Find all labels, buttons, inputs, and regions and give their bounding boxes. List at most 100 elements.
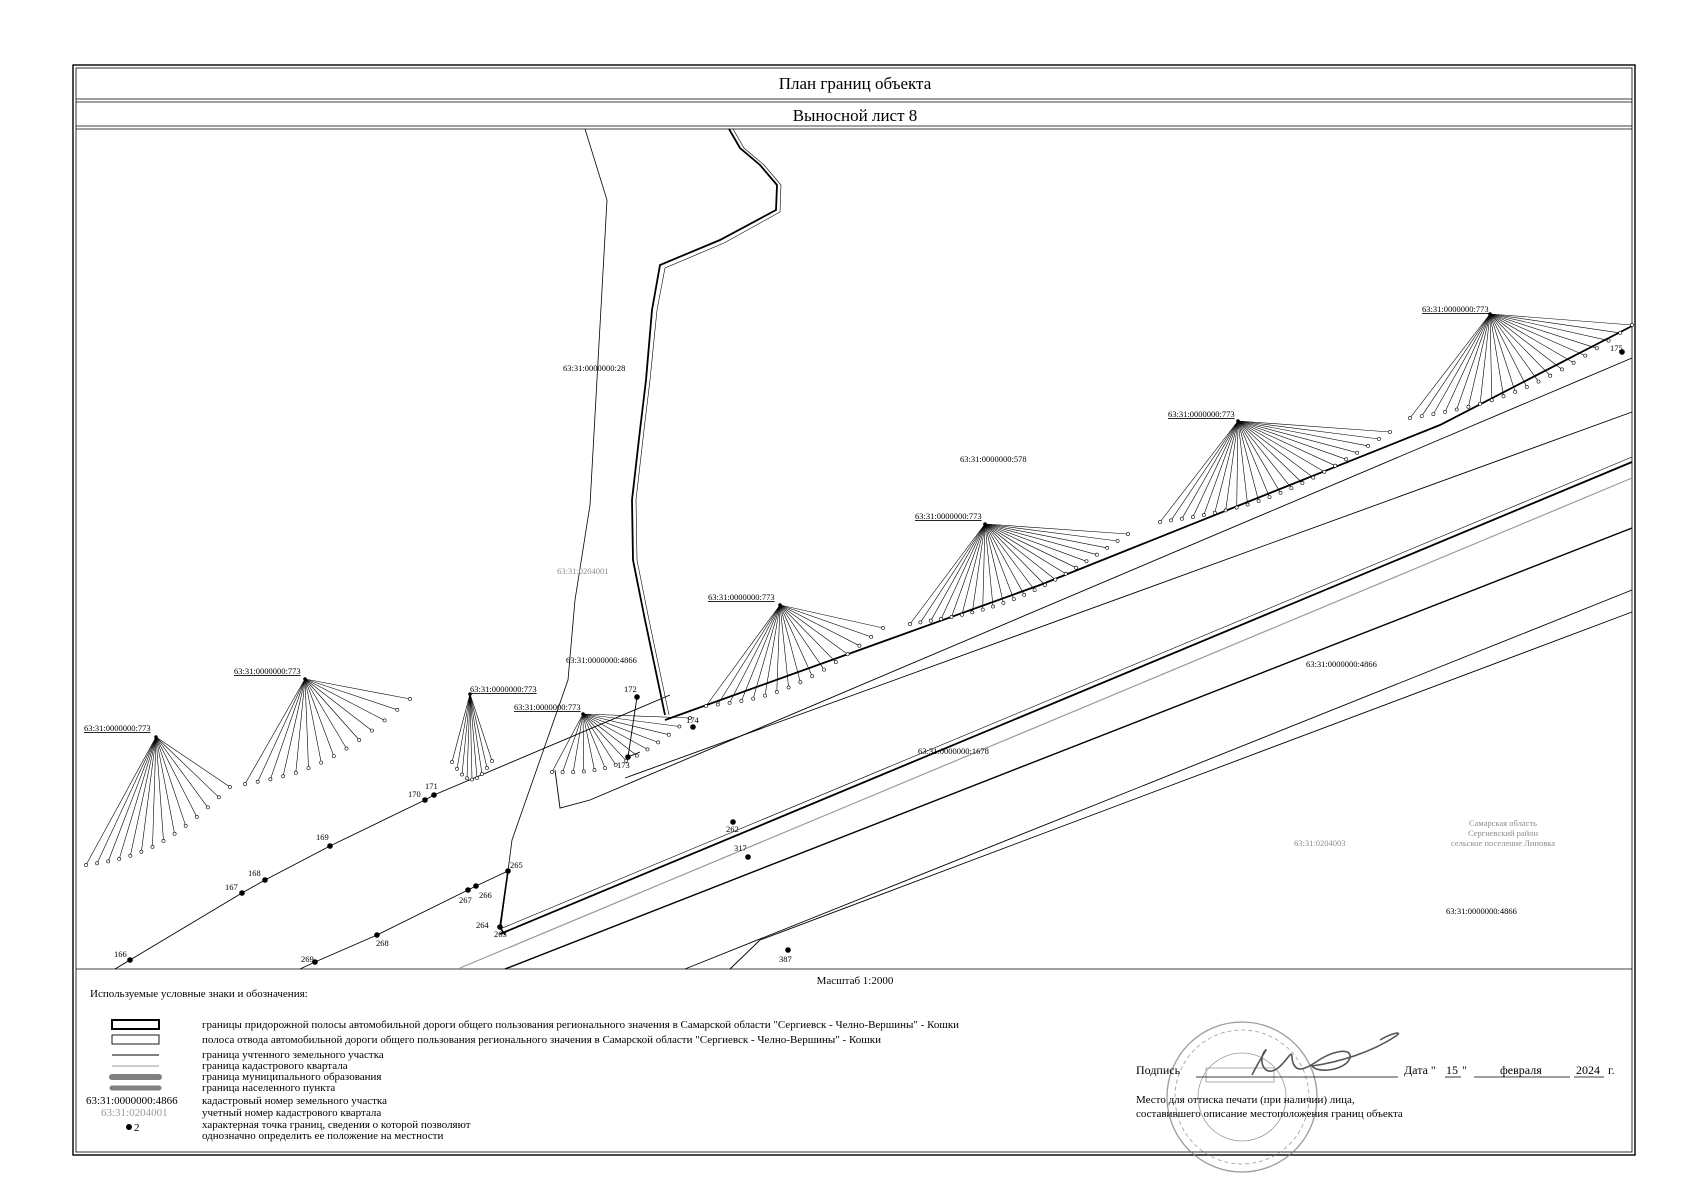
fan-ray — [451, 693, 471, 763]
fan-ray — [1489, 313, 1597, 349]
fan-ray — [1237, 420, 1325, 473]
fan-ray — [244, 678, 306, 785]
point-marker — [127, 957, 133, 963]
fan-ray — [1433, 313, 1491, 415]
fan-ray — [1489, 313, 1633, 326]
fan-endpoint — [727, 701, 732, 705]
fan-ray — [304, 678, 398, 711]
fan-ray — [779, 604, 872, 638]
fan-ray — [729, 604, 781, 704]
point-marker — [327, 843, 333, 849]
fan-ray — [1237, 420, 1303, 484]
fan-ray — [304, 678, 322, 763]
fan-ray — [779, 604, 825, 670]
fan-ray — [984, 523, 1046, 586]
legend-title: Используемые условные знаки и обозначени… — [90, 988, 308, 1000]
fan-ray — [130, 736, 157, 856]
fan-ray — [1421, 313, 1491, 417]
fan-ray — [304, 678, 309, 769]
signature-block: Подпись Дата " 15 " февраля 2024 г. Мест… — [1136, 1021, 1615, 1173]
outer-frame — [72, 64, 1636, 1156]
fan-endpoint — [980, 607, 985, 612]
fan-ray — [1237, 420, 1281, 493]
fan-endpoint — [1333, 463, 1338, 468]
parcel-label-773: 63:31:0000000:773 — [1168, 409, 1235, 419]
fan-ray — [562, 713, 584, 773]
fan-endpoint — [774, 690, 779, 694]
fan-ray — [85, 736, 157, 866]
fan-ray — [984, 523, 1097, 555]
fan-ray — [984, 523, 1015, 600]
fan-ray — [1489, 313, 1586, 356]
fan-ray — [1489, 313, 1539, 382]
fan-endpoint — [1431, 412, 1436, 417]
fan-ray — [779, 604, 884, 629]
point-label-168: 168 — [248, 868, 261, 878]
legend-item: однозначно определить ее положение на ме… — [202, 1130, 443, 1142]
fan-ray — [304, 678, 411, 700]
legend-item: граница населенного пункта — [202, 1082, 335, 1094]
fan-ray — [155, 736, 231, 788]
point-marker — [745, 854, 751, 860]
fan-ray — [779, 604, 813, 677]
fan-endpoint — [1630, 323, 1634, 327]
legend-symbol-right-of-way — [111, 1034, 160, 1045]
fan-ray — [551, 713, 584, 773]
fan-ray — [469, 693, 488, 769]
fan-endpoint — [1115, 539, 1120, 543]
fan-endpoint — [869, 635, 874, 639]
fan-ray — [779, 604, 801, 683]
fan-endpoint — [117, 857, 122, 861]
fan-ray — [1192, 420, 1239, 518]
parcel-label-773: 63:31:0000000:773 — [514, 702, 581, 712]
fan-ray — [582, 713, 606, 769]
fan-endpoint — [319, 760, 324, 765]
fan-endpoint — [1256, 499, 1261, 503]
fan-endpoint — [1583, 353, 1588, 358]
point-label-267: 267 — [459, 895, 472, 905]
fan-ray — [155, 736, 209, 808]
date-quote: " — [1462, 1063, 1467, 1077]
sheet-subtitle: Выносной лист 8 — [793, 106, 918, 125]
fan-endpoint — [1560, 367, 1564, 372]
road-band-top — [499, 461, 1633, 935]
fan-endpoint — [939, 617, 944, 621]
fan-endpoint — [1043, 583, 1047, 587]
fan-endpoint — [1536, 379, 1541, 384]
fan-ray — [984, 523, 1004, 604]
fan-ray — [1489, 313, 1609, 341]
fan-endpoint — [344, 746, 349, 751]
fan-endpoint — [1126, 532, 1130, 536]
fan-ray — [1203, 420, 1239, 516]
parcel-label-773: 63:31:0000000:773 — [708, 592, 775, 602]
point-label-268: 268 — [376, 938, 389, 948]
fan-endpoint — [1212, 510, 1217, 515]
fan-endpoint — [1300, 481, 1305, 485]
fan-endpoint — [408, 697, 412, 701]
fan-endpoint — [1289, 486, 1294, 491]
fan-ray — [1237, 420, 1347, 460]
fan-endpoint — [1618, 330, 1623, 335]
fan-endpoint — [382, 718, 387, 723]
settlement-label-village: сельское поселение Липовка — [1451, 838, 1555, 848]
fan-endpoint — [645, 747, 650, 752]
fan-ray — [1489, 313, 1528, 388]
fan-endpoint — [268, 777, 273, 782]
fan-ray — [572, 713, 584, 773]
point-label-173: 173 — [617, 760, 630, 770]
point-marker — [312, 959, 318, 965]
fan-endpoint — [845, 652, 850, 657]
fan-endpoint — [306, 766, 311, 771]
point-label-166: 166 — [114, 949, 127, 959]
fan-ray — [155, 736, 164, 841]
fan-ray — [304, 678, 373, 731]
fan-ray — [1237, 420, 1358, 453]
fan-endpoint — [480, 772, 484, 776]
fan-ray — [304, 678, 385, 721]
fan-endpoint — [1388, 430, 1392, 434]
point-marker — [262, 877, 268, 883]
fan-endpoint — [1322, 469, 1327, 474]
fan-ray — [155, 736, 186, 826]
fan-ray — [155, 736, 198, 818]
handwritten-signature — [1251, 1032, 1400, 1076]
